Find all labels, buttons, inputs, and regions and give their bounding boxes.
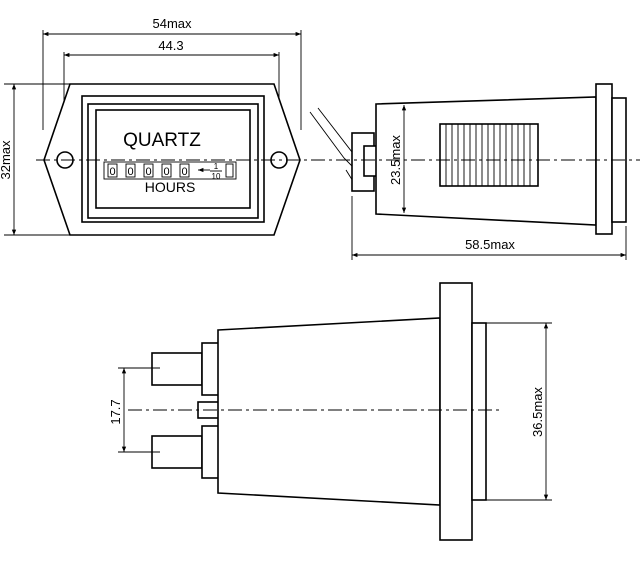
side-label-plate	[439, 123, 539, 187]
side-view: 23.5max 58.5max	[309, 83, 627, 260]
bottom-view: 17.7 36.5max	[108, 282, 552, 541]
side-flange	[595, 83, 613, 235]
label-hatching	[445, 124, 531, 186]
front-bezel-outer	[81, 95, 265, 223]
front-bezel-middle	[87, 103, 259, 219]
dim-depth: 58.5max	[465, 237, 515, 252]
dim-flange-height: 36.5max	[530, 387, 545, 437]
digit-box	[161, 163, 172, 178]
front-view: 54max 44.3 32max QUARTZ HOURS 0 0 0 0	[0, 16, 302, 236]
counter-digit: 0	[109, 166, 115, 178]
terminal-lower	[151, 435, 203, 469]
side-body	[375, 96, 597, 226]
counter-digit: 0	[163, 166, 169, 178]
digit-box	[179, 163, 190, 178]
tenths-denominator: 10	[212, 172, 221, 181]
dim-overall-height: 32max	[0, 140, 13, 180]
bottom-flange	[439, 282, 473, 541]
dim-hole-spacing: 44.3	[158, 38, 183, 53]
digit-box	[143, 163, 154, 178]
dim-terminal-spacing: 17.7	[108, 399, 123, 424]
front-window	[95, 109, 251, 209]
counter-digit: 0	[181, 166, 187, 178]
bottom-body	[217, 317, 441, 506]
digit-box	[125, 163, 136, 178]
tenths-drum	[225, 163, 234, 178]
terminal-upper	[151, 352, 203, 386]
digit-box	[107, 163, 118, 178]
brand-label: QUARTZ	[123, 130, 201, 151]
tenths-numerator: 1	[214, 162, 219, 171]
counter-strip	[103, 161, 237, 180]
lead-wire-upper	[309, 111, 353, 167]
bottom-bezel	[471, 322, 487, 501]
counter-digit: 0	[127, 166, 133, 178]
counter-digits: 0 0 0 0 0	[107, 163, 190, 178]
counter-digit: 0	[145, 166, 151, 178]
dim-overall-width: 54max	[152, 16, 192, 31]
unit-label: HOURS	[145, 179, 196, 195]
